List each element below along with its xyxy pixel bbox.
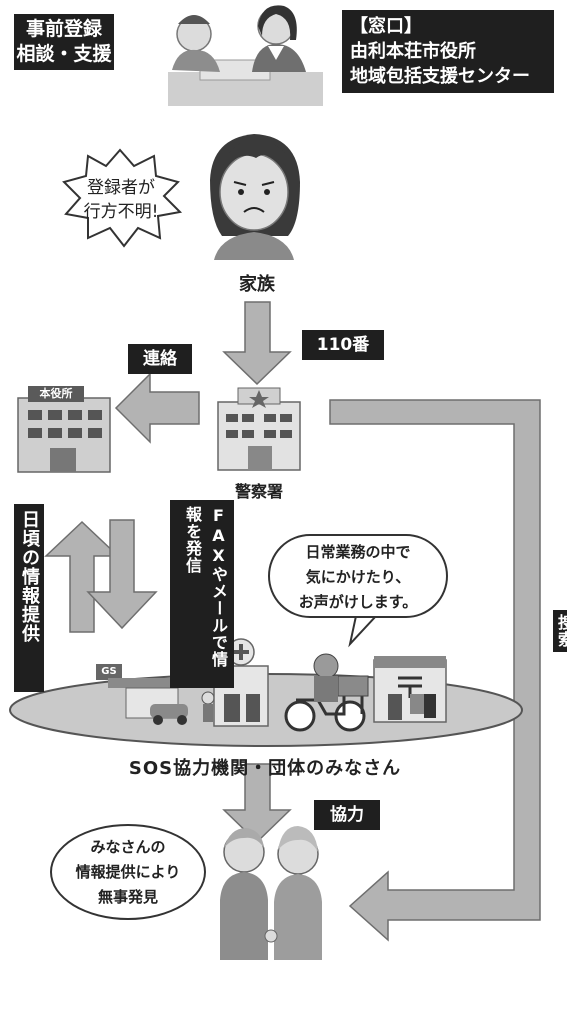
registration-line-1: 事前登録 — [25, 18, 102, 40]
found-line-2: 情報提供により — [75, 863, 181, 881]
watch-bubble: 日常業務の中で 気にかけたり、 お声がけします。 — [268, 534, 448, 618]
contact-box: 連絡 — [128, 344, 192, 374]
registration-line-2: 相談・支援 — [16, 43, 112, 65]
elderly-couple-illustration — [220, 826, 322, 960]
window-line-2: 由利本荘市役所 — [350, 41, 476, 62]
watch-line-3: お声がけします。 — [298, 593, 418, 611]
missing-line-2: 行方不明! — [83, 202, 159, 222]
consultation-illustration — [168, 5, 323, 106]
window-line-1: 【窓口】 — [350, 16, 422, 37]
arrow-family-to-police — [222, 301, 292, 386]
arrow-network-to-found — [222, 763, 292, 844]
arrow-police-to-cityhall — [114, 372, 200, 444]
missing-line-1: 登録者が — [87, 178, 155, 198]
daily-info-box: 日頃の情報提供 — [14, 504, 44, 692]
police-label: 警察署 — [234, 482, 283, 501]
search-box-partial: 捜索 — [553, 610, 567, 652]
found-line-3: 無事発見 — [97, 888, 158, 906]
family-label: 家族 — [239, 274, 275, 295]
found-bubble: みなさんの 情報提供により 無事発見 — [50, 824, 206, 920]
arrow-down-fax-mail — [86, 519, 158, 630]
family-member-illustration — [210, 134, 300, 260]
found-line-1: みなさんの — [90, 838, 166, 856]
police-station-building — [217, 387, 301, 471]
arrow-up-daily-info — [44, 520, 120, 633]
city-hall-building — [17, 386, 111, 473]
fax-mail-box: FAXやメールで情報を発信 — [170, 500, 234, 688]
window-line-3: 地域包括支援センター — [350, 66, 530, 87]
missing-bubble-text: 登録者が 行方不明! — [66, 176, 176, 224]
gs-sign: GS — [101, 666, 117, 677]
sos-network-illustration — [9, 638, 523, 747]
city-hall-sign: 本役所 — [39, 387, 73, 400]
cooperation-box: 協力 — [314, 800, 380, 830]
call-110-box: 110番 — [302, 330, 384, 360]
watch-bubble-tail — [348, 615, 379, 648]
window-box: 【窓口】 由利本荘市役所 地域包括支援センター — [342, 10, 554, 93]
watch-line-1: 日常業務の中で — [305, 543, 411, 561]
missing-starburst — [62, 148, 183, 248]
registration-box: 事前登録 相談・支援 — [14, 14, 114, 70]
watch-line-2: 気にかけたり、 — [305, 568, 411, 586]
sos-network-label: SOS協力機関・団体のみなさん — [128, 758, 402, 779]
arrow-search-route — [329, 399, 541, 942]
